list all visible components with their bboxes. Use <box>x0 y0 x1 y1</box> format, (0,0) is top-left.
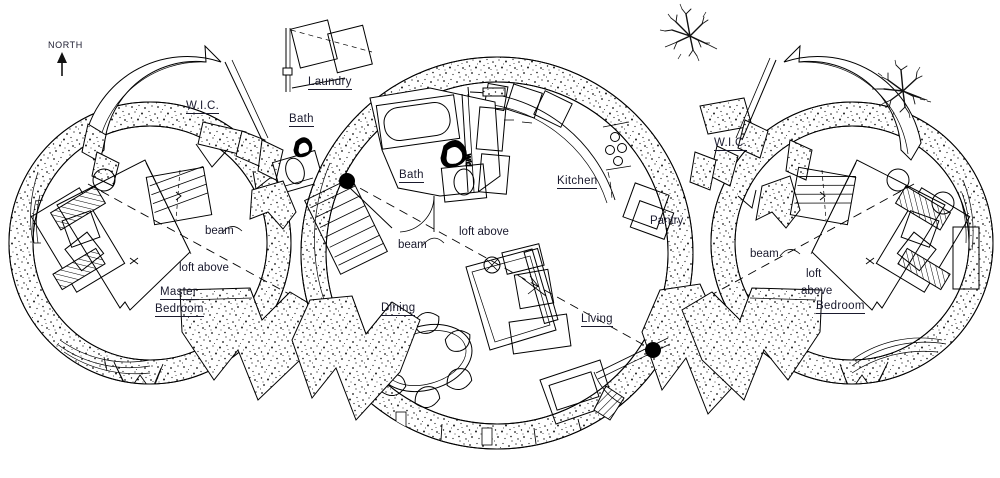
north-arrow-icon <box>57 52 67 76</box>
laundry-appliances <box>282 19 373 92</box>
room-label-wic-west: W.I.C. <box>186 100 220 114</box>
svg-text:w/d: w/d <box>464 153 473 166</box>
room-label-bath-center: Bath <box>399 169 424 183</box>
room-label-wic-east: W.I.C. <box>714 137 748 151</box>
room-label-kitchen: Kitchen <box>557 175 598 189</box>
stairs-east <box>789 166 857 226</box>
room-label-master-bedroom-line1: Master <box>160 286 197 300</box>
post-markers <box>339 173 661 358</box>
room-label-laundry: Laundry <box>308 76 352 90</box>
room-label-living: Living <box>581 313 613 327</box>
annotation-beam-center: beam <box>398 239 427 251</box>
bath-west-fixtures <box>270 137 325 195</box>
kitchen-counters <box>467 82 632 204</box>
room-label-master-bedroom-line2: Bedroom <box>155 303 204 317</box>
post-marker-living <box>645 342 661 358</box>
compass-label: NORTH <box>48 40 83 50</box>
tree-left <box>659 3 718 62</box>
post-marker-center <box>339 173 355 189</box>
bedroom-east-furniture <box>810 159 980 311</box>
tree-right <box>872 59 932 119</box>
bath-center-fixtures: w/d <box>369 87 511 233</box>
annotation-loft-above-center: loft above <box>459 226 509 238</box>
pantry-cabinet <box>622 182 675 240</box>
master-bedroom-furniture <box>30 159 192 311</box>
living-furniture <box>465 243 625 425</box>
east-dome <box>681 44 994 401</box>
annotation-beam-east: beam <box>750 248 779 260</box>
west-dome <box>8 19 373 401</box>
room-label-pantry: Pantry <box>650 215 684 227</box>
room-label-bath-west: Bath <box>289 113 314 127</box>
annotation-loft-above-west: loft above <box>179 262 229 274</box>
room-label-bedroom-east: Bedroom <box>816 300 865 314</box>
annotation-loft-east: loft <box>806 268 822 280</box>
center-dome: w/d <box>291 56 773 450</box>
annotation-above-east: above <box>801 285 833 297</box>
stairs-center <box>303 177 393 275</box>
cooktop-icon <box>605 132 627 166</box>
stairs-west <box>145 165 213 226</box>
room-label-dining: Dining <box>381 302 416 316</box>
annotation-beam-west: beam <box>205 225 234 237</box>
